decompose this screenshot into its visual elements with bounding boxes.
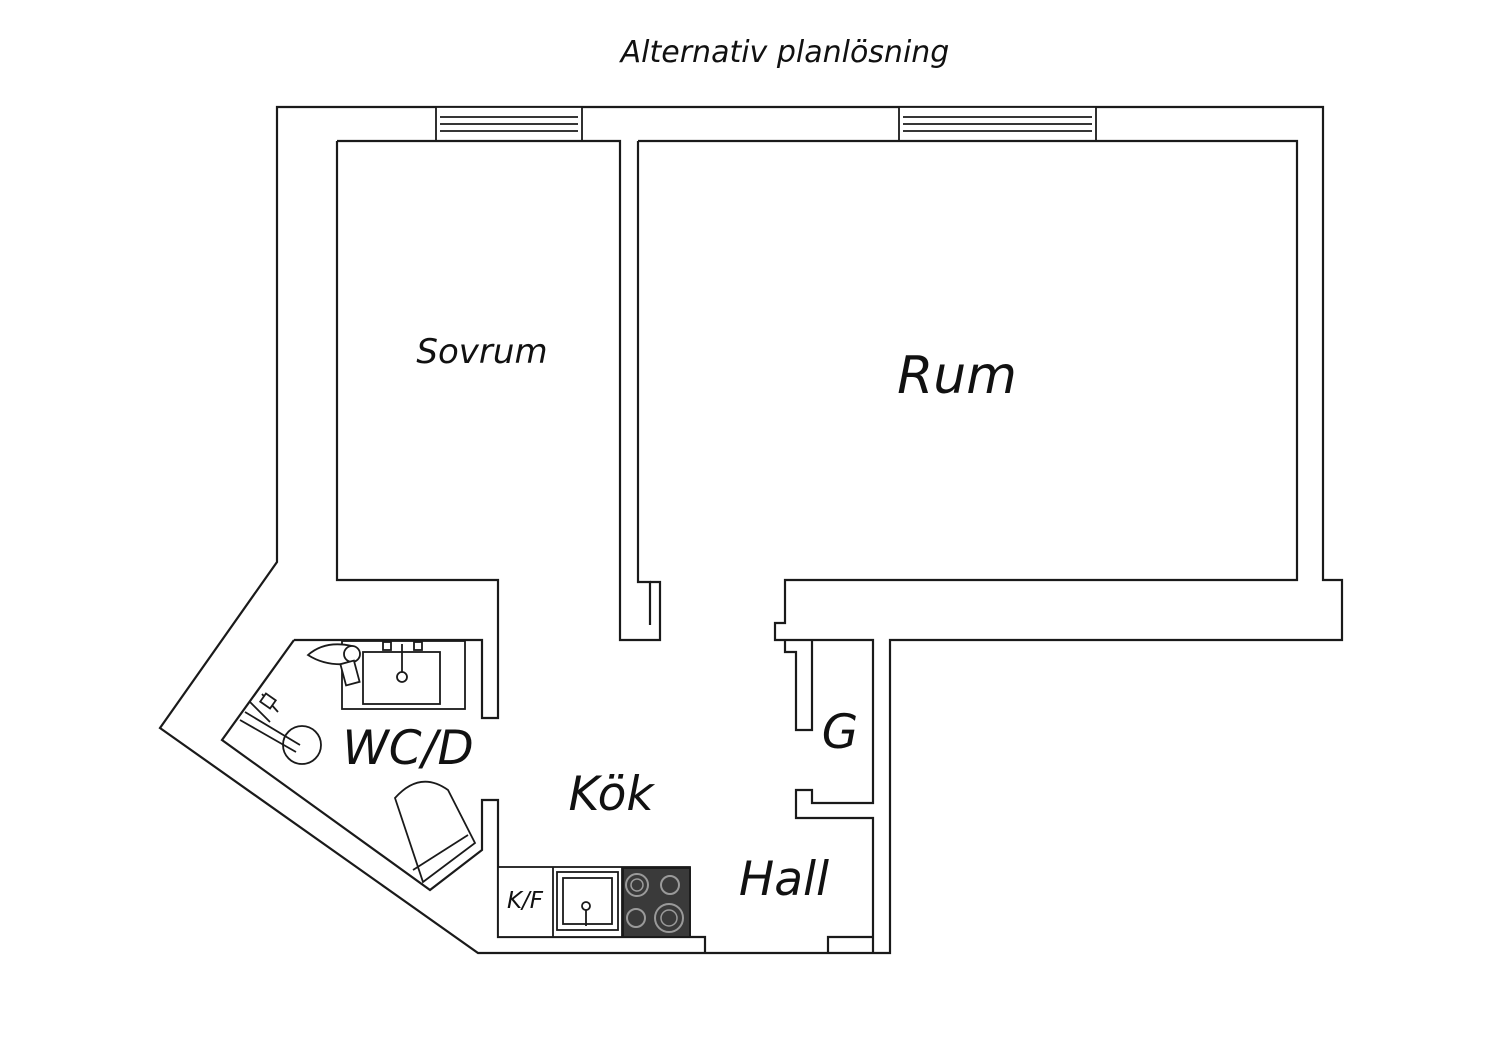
window-living-room (898, 106, 1097, 142)
label-wc: WC/D (342, 721, 473, 776)
label-garderob: G (822, 705, 858, 760)
toilet-icon (393, 780, 477, 884)
label-kok: Kök (568, 767, 655, 822)
label-hall: Hall (739, 852, 829, 907)
outer-wall (158, 105, 1344, 955)
washing-machine-icon (239, 692, 322, 765)
label-rum: Rum (897, 346, 1017, 406)
wall-sovrum-left (294, 141, 500, 720)
wall-garderob (783, 640, 814, 732)
wall-rum (638, 139, 1299, 953)
wall-rum-left (636, 141, 652, 625)
shower-head-icon (306, 643, 361, 687)
wall-hall-door (826, 935, 873, 953)
wall-sovrum (337, 139, 662, 642)
label-kf: K/F (507, 888, 544, 914)
plan-title: Alternativ planlösning (619, 35, 950, 70)
label-sovrum: Sovrum (416, 332, 547, 372)
washbasin (341, 640, 466, 710)
stove-icon (622, 867, 691, 938)
window-bedroom (435, 106, 583, 142)
sink-icon (556, 871, 619, 931)
